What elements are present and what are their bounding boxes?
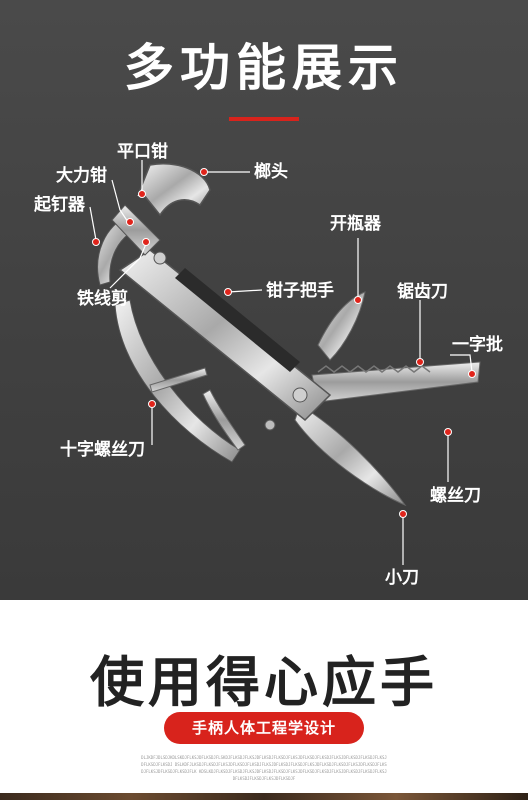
label-luosidao: 螺丝刀 — [430, 486, 481, 506]
rivet — [264, 419, 276, 431]
label-qidingqi: 起钉器 — [34, 195, 85, 215]
slogan-title: 使用得心应手 — [90, 651, 438, 714]
knife-blade — [294, 404, 407, 507]
rivet — [292, 387, 308, 403]
usage-panel: 使用得心应手 手柄人体工程学设计 DLJKDFJDLSDJKDLSKDJFLKS… — [0, 600, 528, 800]
handle-grip — [175, 268, 300, 372]
label-kaipingqi: 开瓶器 — [330, 214, 381, 234]
marker-dot — [142, 238, 150, 246]
feature-panel: 多功能展示 — [0, 0, 528, 600]
phillips-bit — [149, 367, 208, 393]
marker-dot — [416, 358, 424, 366]
saw-teeth — [317, 365, 431, 373]
label-yizipi: 一字批 — [452, 335, 503, 355]
marker-dot — [148, 400, 156, 408]
marker-dot — [399, 510, 407, 518]
page-title: 多功能展示 — [124, 39, 404, 97]
ergonomic-badge: 手柄人体工程学设计 — [164, 712, 364, 744]
saw-blade — [311, 361, 481, 403]
fine-print: DLJKDFJDLSDJKDLSKDJFLKSJDFLKSDJFLSKDJFLK… — [141, 755, 387, 781]
label-juchidao: 锯齿刀 — [397, 282, 448, 302]
marker-dot — [444, 428, 452, 436]
marker-dot — [92, 238, 100, 246]
rivet — [153, 251, 167, 265]
label-pingkouqian: 平口钳 — [117, 142, 168, 162]
bottle-opener — [317, 291, 366, 361]
title-underline — [229, 117, 299, 121]
marker-dot — [126, 218, 134, 226]
marker-dot — [468, 370, 476, 378]
label-chuitou: 榔头 — [254, 162, 288, 182]
plier-arm — [114, 299, 241, 463]
label-shizi: 十字螺丝刀 — [60, 440, 145, 460]
marker-dot — [354, 296, 362, 304]
marker-dot — [200, 168, 208, 176]
multitool-illustration — [97, 163, 481, 507]
wood-strip — [0, 793, 528, 800]
label-daliqian: 大力钳 — [56, 166, 107, 186]
label-tiexianjian: 铁线剪 — [77, 289, 128, 309]
hammer-head — [139, 163, 211, 217]
marker-dot — [224, 288, 232, 296]
marker-dot — [138, 190, 146, 198]
lower-bit — [202, 389, 246, 451]
label-qianzibashou: 钳子把手 — [266, 281, 334, 301]
label-xiaodao: 小刀 — [385, 568, 419, 588]
